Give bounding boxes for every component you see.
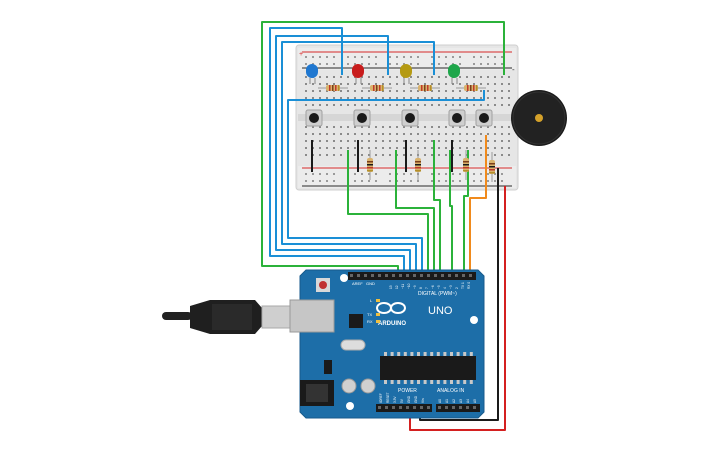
analog-pin-label: A4 <box>466 399 470 403</box>
led-red <box>352 64 364 84</box>
wire-orange <box>469 135 487 274</box>
power-pin-label: IOREF <box>379 393 383 403</box>
power-header <box>376 404 432 412</box>
resistor-led-3 <box>410 85 440 91</box>
resistor-led-4 <box>456 85 486 91</box>
aref-label: AREF <box>352 281 363 286</box>
push-button-3 <box>401 109 419 127</box>
resistor-led-1 <box>318 85 348 91</box>
digital-pin-label: RX 0 <box>467 282 471 289</box>
resistor-btn-1 <box>367 150 373 180</box>
digital-pin-label: ~9 <box>413 285 417 289</box>
analog-pin-label: A0 <box>438 399 442 403</box>
led-yellow <box>400 64 412 84</box>
digital-pin-label: 7 <box>425 287 429 289</box>
wire-green-btn1 <box>347 150 429 274</box>
resistor-btn-4 <box>489 152 495 182</box>
digital-header <box>348 272 476 280</box>
wire-red <box>409 186 506 431</box>
analog-header-label: ANALOG IN <box>437 388 465 394</box>
digital-pin-label: 8 <box>419 287 423 289</box>
digital-pin-label: ~6 <box>431 285 435 289</box>
push-button-2 <box>353 109 371 127</box>
push-button-4 <box>448 109 466 127</box>
arduino-brand-label: ARDUINO <box>378 321 406 327</box>
arduino-logo <box>376 302 406 314</box>
digital-header-label: DIGITAL (PWM~) <box>418 291 457 297</box>
resistor-led-2 <box>362 85 392 91</box>
digital-pin-label: 12 <box>395 285 399 289</box>
power-header-label: POWER <box>398 388 417 394</box>
wire-green-top <box>261 21 505 274</box>
wire-blue-4 <box>287 90 485 274</box>
wire-blue-3 <box>281 41 435 274</box>
digital-pin-label: 2 <box>455 287 459 289</box>
resistor-btn-3 <box>463 150 469 180</box>
wire-green-btn3 <box>433 140 441 274</box>
wires <box>261 21 506 431</box>
arduino-model-label: UNO <box>428 305 453 317</box>
piezo-buzzer <box>511 90 567 146</box>
resistors <box>318 85 495 182</box>
resistor-btn-2 <box>415 150 421 180</box>
wire-green-btn4 <box>449 150 453 274</box>
digital-pin-label: 13 <box>389 285 393 289</box>
power-pin-label: 5V <box>400 398 404 403</box>
digital-pin-label: TX 1 <box>461 282 465 289</box>
leds <box>306 64 460 84</box>
power-pin-label: RESET <box>386 392 390 403</box>
rx-led-label: RX <box>367 319 373 324</box>
digital-pin-label: ~3 <box>449 285 453 289</box>
analog-pin-label: A2 <box>452 399 456 403</box>
gnd-label: GND <box>366 281 375 286</box>
power-pin-label: GND <box>407 395 411 403</box>
led-blue <box>306 64 318 84</box>
power-pin-label: GND <box>414 395 418 403</box>
analog-pin-label: A5 <box>473 399 477 403</box>
push-buttons <box>305 109 493 172</box>
push-button-5 <box>475 109 493 127</box>
push-button-1 <box>305 109 323 127</box>
digital-pin-label: ~10 <box>407 283 411 289</box>
wire-green-btn5 <box>463 150 469 274</box>
arduino-uno-board: ARDUINO UNO DIGITAL (PWM~) POWER ANALOG … <box>289 269 485 419</box>
digital-pin-label: ~11 <box>401 284 405 289</box>
led-green <box>448 64 460 84</box>
analog-header <box>436 404 480 412</box>
rail-plus-label: + <box>299 51 303 58</box>
tx-led-label: TX <box>367 312 372 317</box>
wire-green-btn2 <box>395 150 435 274</box>
analog-pin-label: A1 <box>445 399 449 403</box>
power-pin-label: 3.3V <box>393 396 397 403</box>
rail-minus-label: - <box>512 65 515 74</box>
digital-pin-label: 4 <box>443 287 447 289</box>
digital-pin-label: ~5 <box>437 285 441 289</box>
power-pin-label: Vin <box>421 398 425 403</box>
analog-pin-label: A3 <box>459 399 463 403</box>
l-led-label: L <box>370 298 373 303</box>
